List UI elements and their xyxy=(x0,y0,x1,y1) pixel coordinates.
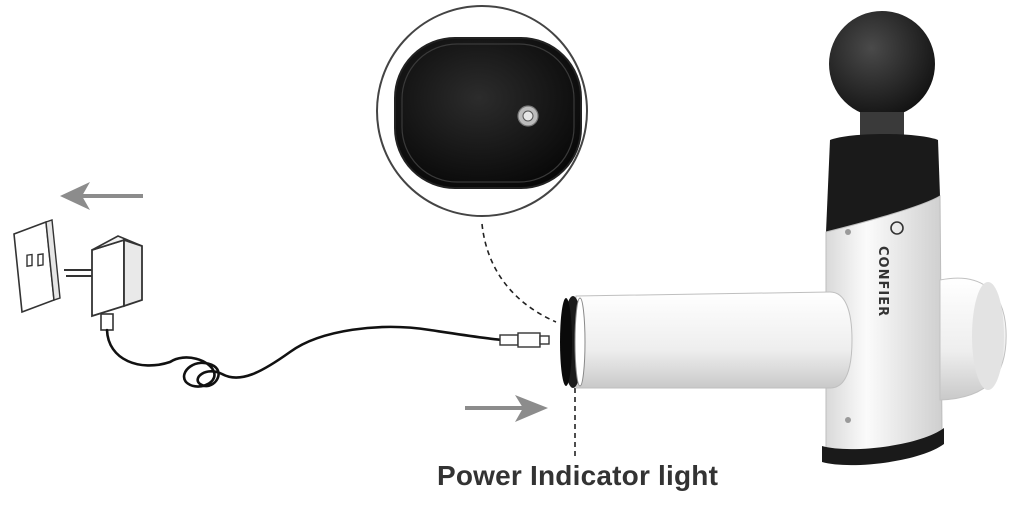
wall-outlet-icon xyxy=(13,219,61,314)
magnified-indicator-icon xyxy=(376,5,588,217)
power-adapter-icon xyxy=(64,235,143,331)
brand-logo-icon xyxy=(890,221,904,235)
screw-icon xyxy=(845,417,851,423)
arrow-left-icon xyxy=(60,182,143,210)
dc-plug-icon xyxy=(499,332,550,348)
arrow-right-icon xyxy=(465,395,548,422)
power-cable xyxy=(105,325,506,388)
massage-ball-head xyxy=(829,11,935,117)
massage-gun-device xyxy=(560,11,1007,466)
callout-leader-line xyxy=(481,223,557,323)
screw-icon xyxy=(845,229,851,235)
brand-label: CONFIER xyxy=(875,246,890,318)
power-indicator-caption: Power Indicator light xyxy=(437,460,719,491)
